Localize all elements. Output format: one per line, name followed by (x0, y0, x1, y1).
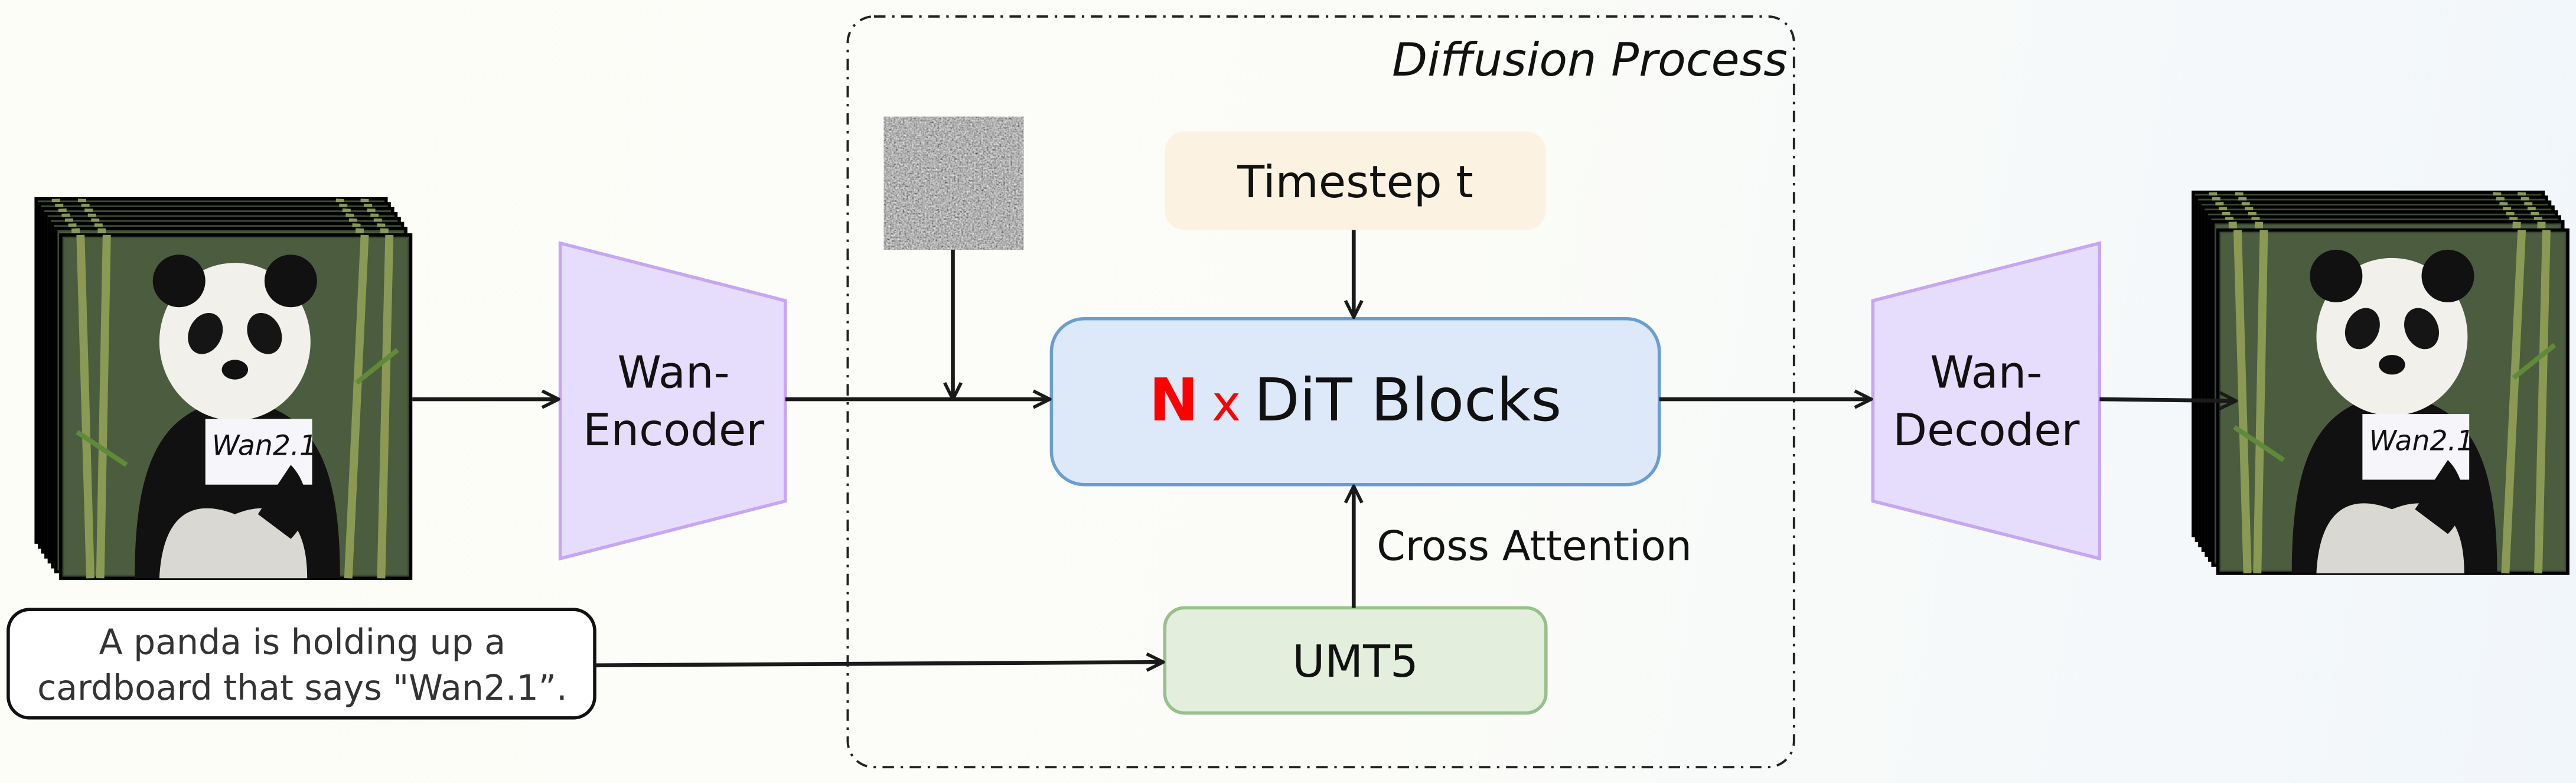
umt5-label: UMT5 (1292, 635, 1418, 687)
input-sign-text: Wan2.1 (212, 430, 317, 462)
dit-x: x (1212, 375, 1241, 432)
dit-n: N (1149, 366, 1199, 435)
arrow-prompt-to-umt5 (595, 662, 1163, 665)
diffusion-process-container (846, 15, 1795, 769)
prompt-line2: cardboard that says "Wan2.1”. (37, 668, 568, 708)
dit-label: DiT Blocks (1254, 366, 1561, 435)
noise-latent-image (883, 116, 1024, 250)
encoder-label-line2: Encoder (583, 404, 764, 456)
arrow-decoder-to-output (2099, 399, 2236, 401)
encoder-label-line1: Wan- (617, 347, 729, 399)
input-video-frames: Wan2.1 (36, 199, 410, 579)
wan-decoder (1871, 241, 2102, 561)
timestep-label: Timestep t (1237, 156, 1473, 208)
decoder-label-line1: Wan- (1930, 347, 2042, 399)
decoder-label-line2: Decoder (1893, 404, 2079, 456)
diffusion-process-title: Diffusion Process (1392, 34, 1788, 87)
output-video-frames: Wan2.1 (2193, 193, 2568, 573)
flow-arrows (412, 230, 2236, 665)
cross-attention-label: Cross Attention (1377, 523, 1692, 570)
timestep-box (1165, 131, 1546, 230)
prompt-line1: A panda is holding up a (99, 622, 506, 662)
wan-encoder (558, 241, 787, 561)
output-sign-text: Wan2.1 (2369, 425, 2474, 457)
